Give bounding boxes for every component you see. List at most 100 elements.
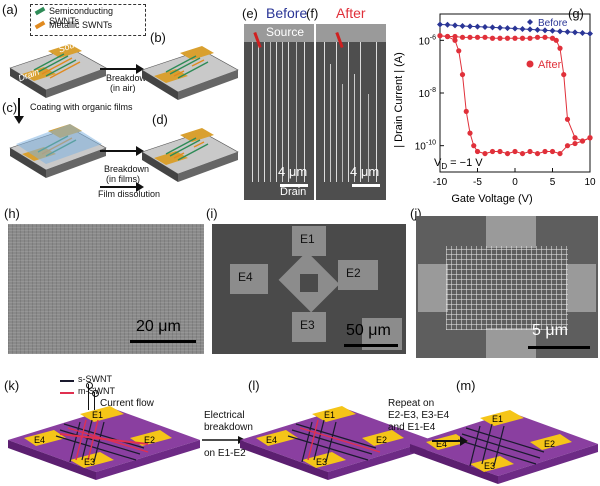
step-breakdown-air-2: (in air) [110, 83, 136, 93]
after-point [463, 108, 469, 115]
pad-e4 [24, 430, 66, 446]
after-point [456, 48, 462, 54]
source-electrode [316, 24, 386, 42]
after-line [439, 35, 591, 142]
legend-metallic: Metallic SWNTs [49, 20, 113, 30]
after-point [482, 34, 488, 40]
after-point [489, 35, 496, 41]
panel-label-c: (c) [2, 100, 18, 115]
tube-line [336, 42, 337, 182]
tube-line [360, 42, 361, 182]
arrowhead-dissolution [136, 182, 144, 192]
device-d [141, 128, 239, 182]
after-point [572, 135, 578, 141]
tube-line [324, 42, 325, 182]
arrowhead-a-to-c [14, 116, 24, 124]
legend-marker-after [526, 60, 534, 68]
after-point [527, 148, 533, 155]
after-point [572, 140, 578, 147]
sem-f-title: After [336, 5, 366, 21]
x-tick-label: -5 [473, 177, 482, 188]
before-point [489, 24, 496, 31]
tube-line [252, 42, 253, 182]
tube-line [330, 64, 331, 182]
step-repeat-1: Repeat on [388, 398, 435, 409]
after-point [534, 34, 541, 40]
sem-image-i: E1 E2 E3 E4 50 μm [212, 224, 406, 354]
after-point [542, 148, 548, 155]
after-point [467, 130, 473, 136]
before-point [452, 22, 458, 29]
pad-e1-label-m: E1 [492, 414, 503, 424]
tube-line [282, 42, 283, 182]
before-point [549, 27, 556, 34]
sem-e-drain-label: Drain [280, 186, 307, 198]
before-point [512, 25, 518, 32]
before-point [579, 29, 586, 36]
electrode-e1 [292, 226, 326, 256]
after-point [557, 150, 563, 157]
before-point [564, 28, 571, 35]
arrow-l-to-m [432, 440, 462, 442]
before-point [557, 28, 563, 35]
x-tick-label: 10 [584, 177, 596, 188]
source-electrode [244, 24, 314, 42]
electrode-left [418, 264, 448, 312]
tube-line [376, 42, 377, 182]
tube-line [264, 42, 265, 182]
panel-label-j: (j) [410, 206, 422, 221]
before-point [482, 24, 488, 31]
pad-e4-label-l: E4 [266, 435, 277, 445]
after-point [512, 35, 518, 41]
semiconducting-swatch [34, 6, 46, 16]
before-point [572, 29, 578, 36]
after-point [542, 34, 548, 40]
x-tick-label: 0 [512, 177, 518, 188]
pad-e4-label: E4 [34, 435, 45, 445]
vd-annotation: VD = −1 V [434, 157, 483, 171]
panel-label-h: (h) [4, 206, 20, 221]
after-point [471, 143, 477, 149]
tube-line [348, 42, 349, 182]
sem-e-scale-bar [280, 184, 308, 187]
after-point [504, 35, 511, 41]
panel-label-m: (m) [456, 378, 476, 393]
before-point [527, 26, 533, 33]
after-point [587, 135, 593, 141]
device-b [141, 46, 239, 100]
sem-image-before: Source 4 μm Drain [244, 24, 314, 200]
after-point [561, 71, 567, 78]
pad-e2 [130, 430, 172, 446]
tube-line [368, 94, 369, 182]
x-axis-label: Gate Voltage (V) [451, 193, 532, 205]
after-point [474, 148, 481, 155]
before-point [542, 27, 548, 34]
sem-image-h: 20 μm [8, 224, 204, 354]
legend-marker-before [527, 19, 533, 25]
pad-e3 [70, 452, 114, 468]
x-tick-label: 5 [550, 177, 556, 188]
after-point [564, 116, 571, 122]
before-point [437, 21, 443, 28]
step-dissolution: Film dissolution [98, 189, 161, 199]
arrow-c-to-d [100, 150, 138, 152]
after-point [497, 148, 503, 155]
panel-label-k: (k) [4, 378, 20, 393]
after-point [534, 150, 541, 157]
pad-e1-label: E1 [92, 410, 103, 420]
after-point [519, 35, 526, 41]
legend-current-flow: Current flow [100, 398, 154, 409]
sem-e-title: Before [266, 5, 308, 21]
tube-line [288, 42, 289, 182]
device-a [9, 44, 107, 98]
electrode-e4 [230, 264, 268, 294]
panel-a-d: (a) (b) (c) (d) Semiconducting SWNTs Met… [0, 0, 240, 200]
tube-line [270, 42, 271, 182]
sem-i-e2: E2 [346, 266, 361, 280]
y-tick-label: 10-8 [419, 87, 436, 100]
panel-label-d: (d) [152, 112, 168, 127]
sem-j-scale-bar [528, 346, 590, 349]
step-on-e1-e2: on E1-E2 [204, 448, 246, 459]
after-point [482, 150, 488, 157]
y-tick-label: 10-10 [415, 140, 436, 153]
